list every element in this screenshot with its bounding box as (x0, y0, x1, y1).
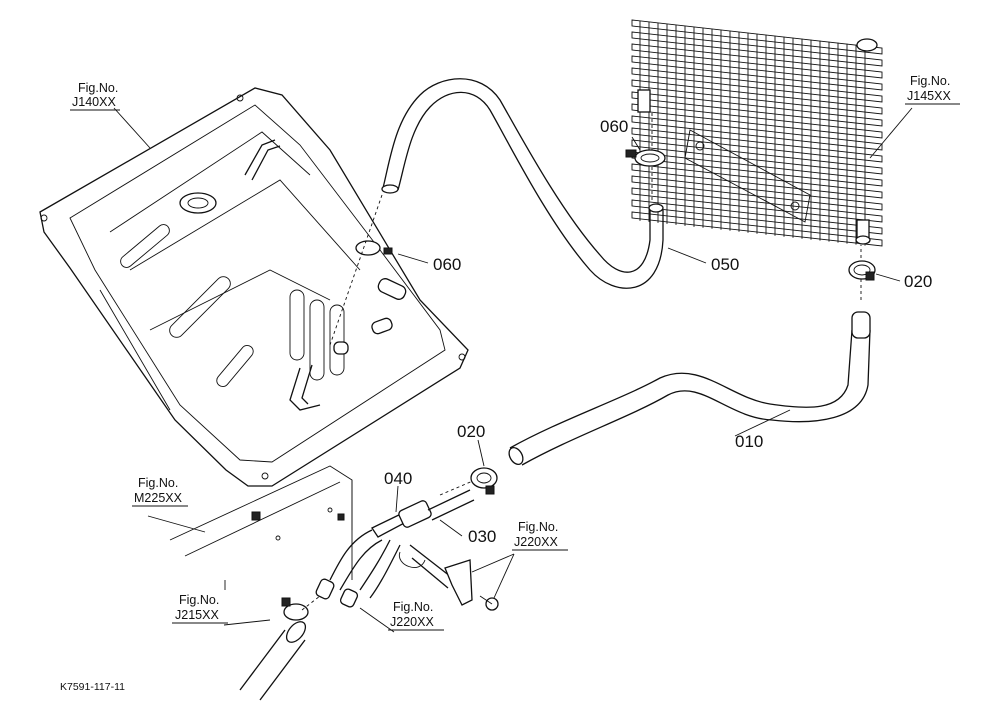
label-020-lower: 020 (457, 422, 485, 441)
cooler-fin (631, 43, 883, 79)
fig-code: J220XX (514, 535, 558, 549)
cooler-fin (631, 19, 883, 55)
cooler-fin (631, 67, 883, 103)
leader-lines (113, 107, 913, 633)
cooler-fin (631, 163, 883, 199)
clamp-020-upper (848, 260, 876, 281)
fig-ref-j220-lower: Fig.No. J220XX (388, 600, 444, 631)
cooler-fin (631, 79, 883, 115)
cooler-fin (631, 103, 883, 139)
label-030: 030 (468, 527, 496, 546)
cooler-fin (631, 199, 883, 235)
clamp-020-lower (470, 467, 498, 495)
label-020-upper: 020 (904, 272, 932, 291)
fig-code: J215XX (175, 608, 219, 622)
fig-code: J145XX (907, 89, 951, 103)
pipe-040-assembly (315, 479, 499, 611)
fig-ref-j140: Fig.No. J140XX (70, 81, 120, 111)
clamp-060-upper (625, 149, 666, 167)
hose-lower-left (239, 595, 321, 701)
label-040: 040 (384, 469, 412, 488)
cooler-fin (631, 115, 883, 151)
label-060-tank: 060 (433, 255, 461, 274)
fig-caption: Fig.No. (518, 520, 558, 534)
cooler-fin (631, 139, 883, 175)
hose-010 (508, 245, 871, 466)
frame-bracket (169, 465, 353, 590)
fig-caption: Fig.No. (138, 476, 178, 490)
cooler-fin (631, 31, 883, 67)
fig-ref-m225: Fig.No. M225XX (132, 476, 188, 507)
fig-caption: Fig.No. (393, 600, 433, 614)
fig-caption: Fig.No. (179, 593, 219, 607)
cooler-fin (631, 91, 883, 127)
fig-caption: Fig.No. (78, 81, 118, 95)
label-050: 050 (711, 255, 739, 274)
cooler-fin (631, 55, 883, 91)
cooler-fin (631, 187, 883, 223)
cooler-fin (631, 211, 883, 247)
hose-050 (329, 78, 664, 346)
fig-ref-j215: Fig.No. J215XX (172, 593, 228, 624)
fig-caption: Fig.No. (910, 74, 950, 88)
fig-ref-j145: Fig.No. J145XX (905, 74, 960, 105)
label-060-cooler: 060 (600, 117, 628, 136)
fig-code: J220XX (390, 615, 434, 629)
cooler-fin (631, 175, 883, 211)
cooler-fin (631, 127, 883, 163)
fig-code: J140XX (72, 95, 116, 109)
label-010: 010 (735, 432, 763, 451)
fig-code: M225XX (134, 491, 183, 505)
part-labels: 060 060 050 020 010 020 040 030 (384, 117, 932, 546)
fig-ref-j220-right: Fig.No. J220XX (512, 520, 568, 551)
oil-cooler (631, 19, 883, 247)
fuel-tank (39, 87, 469, 487)
drawing-code: K7591-117-11 (60, 681, 125, 693)
